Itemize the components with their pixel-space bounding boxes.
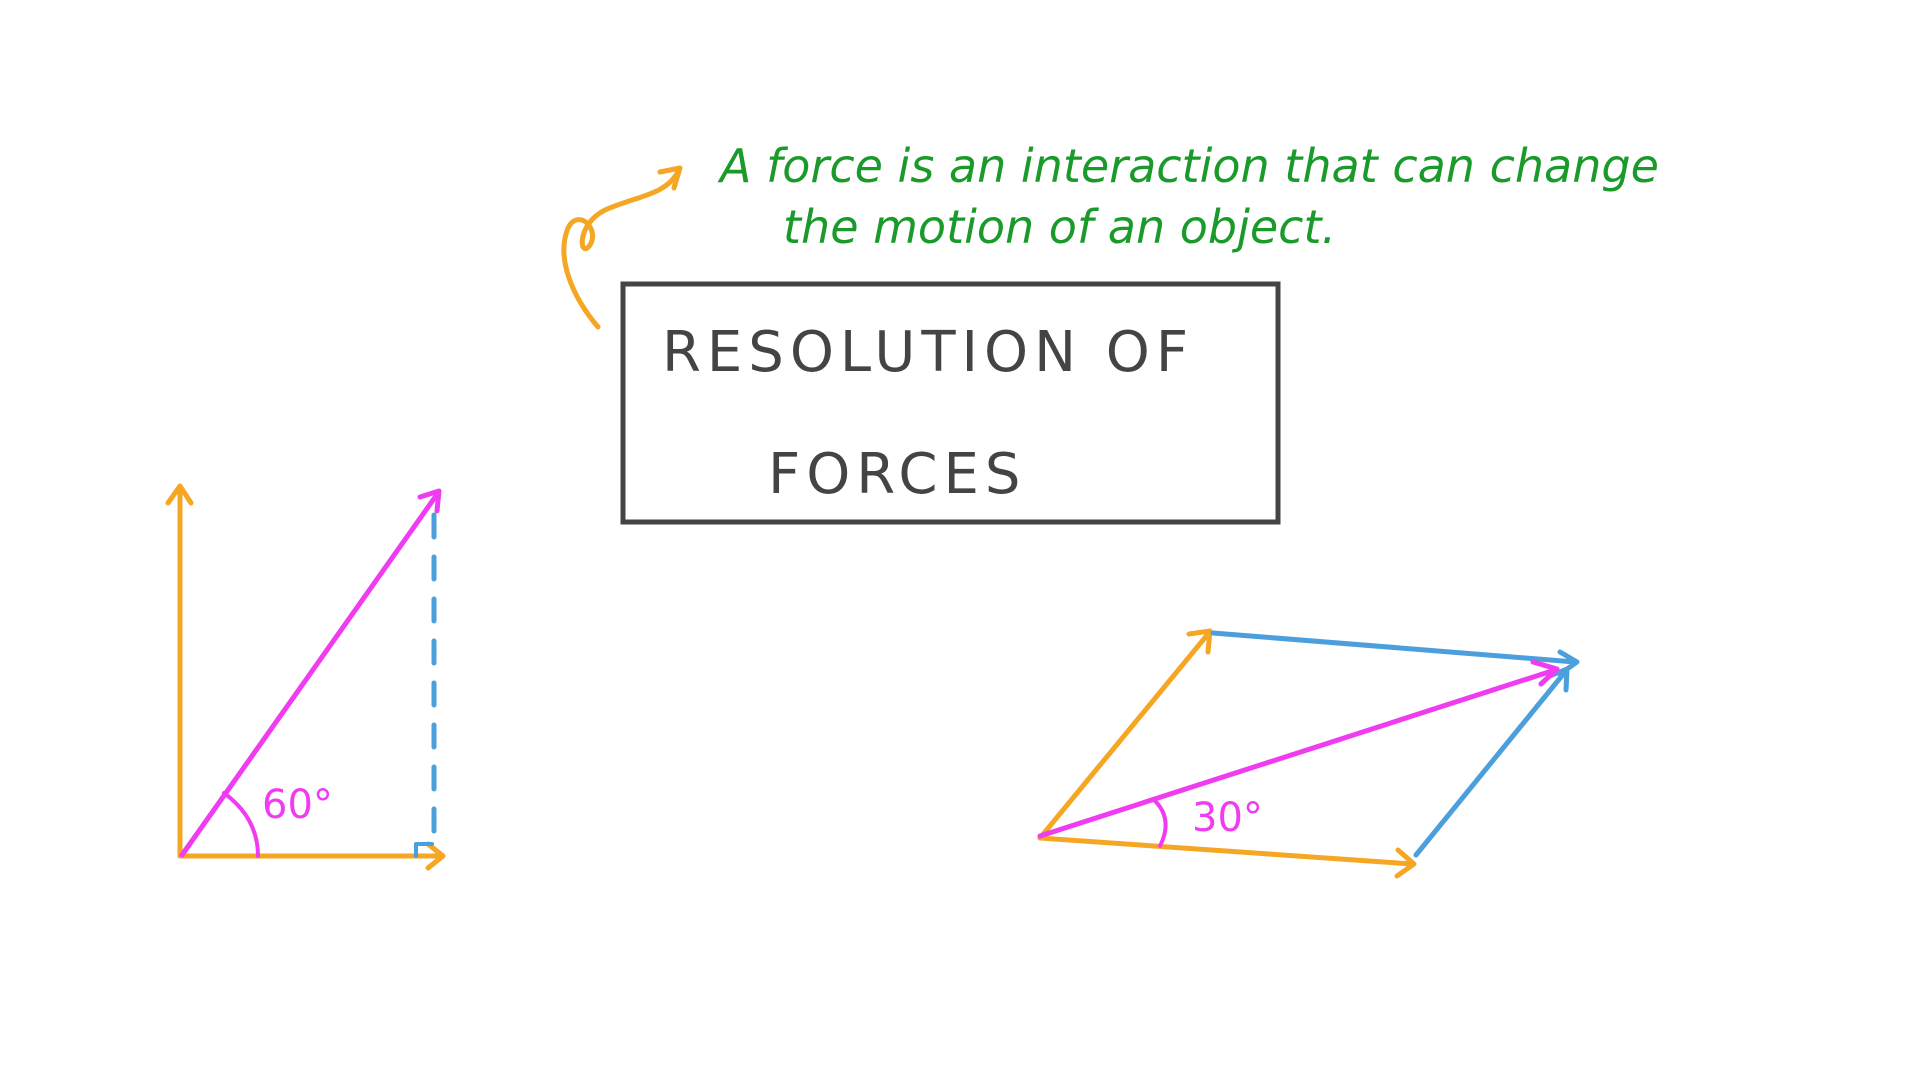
right-angle-label: 30° xyxy=(1192,795,1263,841)
right-diagram: 30° xyxy=(1037,628,1580,879)
right-right-side xyxy=(1413,669,1568,858)
right-angle-arc xyxy=(1151,797,1168,848)
left-force-arrowhead xyxy=(417,488,442,514)
right-bottom-arrowhead xyxy=(1394,847,1417,879)
right-resultant-arrowhead xyxy=(1530,659,1560,687)
pointer-arrow xyxy=(561,165,683,330)
title-line-2: FORCES xyxy=(768,442,1026,507)
left-right-angle-marker xyxy=(414,842,434,858)
title-line-1: RESOLUTION OF xyxy=(662,320,1194,385)
right-top-side xyxy=(1210,630,1578,665)
definition: A force is an interaction that can chang… xyxy=(717,139,1659,254)
right-bottom-vector xyxy=(1037,835,1415,867)
definition-line-1: A force is an interaction that can chang… xyxy=(717,139,1659,193)
left-horizontal-arrowhead xyxy=(425,841,446,871)
title-box: RESOLUTION OF FORCES xyxy=(620,281,1281,525)
definition-line-2: the motion of an object. xyxy=(783,200,1336,254)
left-angle-arc xyxy=(222,791,260,858)
right-left-arrowhead xyxy=(1186,628,1213,655)
left-diagram: 60° xyxy=(165,483,446,871)
title-box-border xyxy=(620,281,1281,525)
left-vertical-arrowhead xyxy=(165,483,194,506)
left-angle-label: 60° xyxy=(262,782,333,828)
right-resultant-vector xyxy=(1037,667,1558,839)
right-left-vector xyxy=(1037,631,1211,841)
